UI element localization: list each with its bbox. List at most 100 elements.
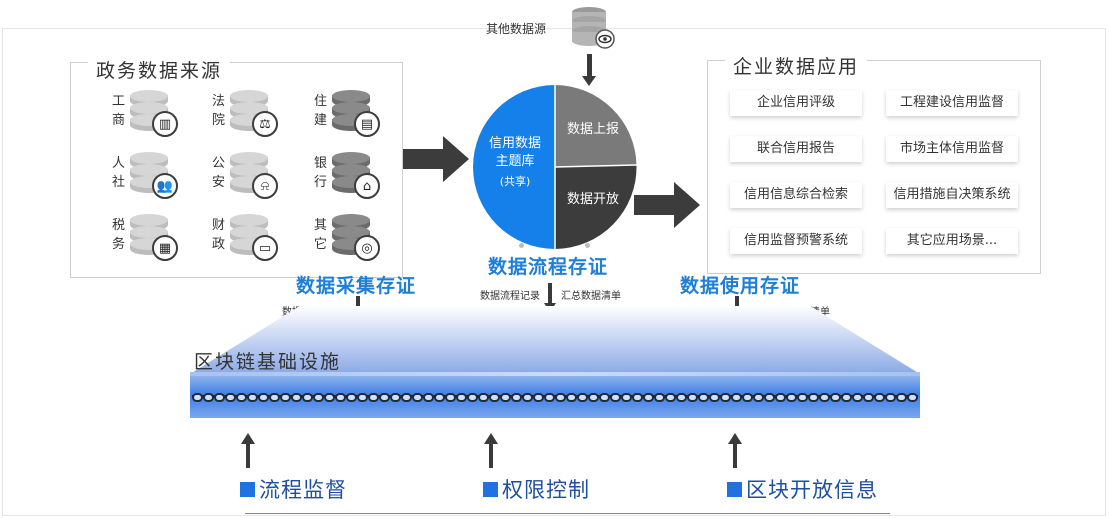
gov-source-label: 法院 [212,94,226,128]
gov-source-item: 财政▭ [212,214,307,274]
gov-source-label: 其它 [314,218,328,252]
chain-link [764,392,775,402]
blockchain-title: 区块链基础设施 [194,351,342,373]
chain-link [841,392,852,402]
bottom-feature-label: 权限控制 [483,474,590,504]
enterprise-app-item: 信用监督预警系统 [730,228,862,254]
square-bullet-icon [727,481,742,497]
chain-link [236,392,247,402]
tower-icon: ▤ [354,111,380,137]
enterprise-app-item: 其它应用场景... [886,228,1018,254]
chain-link [632,392,643,402]
chain-link [874,392,885,402]
bottom-feature-label: 区块开放信息 [727,474,878,504]
chain-link [786,392,797,402]
chain-link [797,392,808,402]
chain-link [225,392,236,402]
chain-link [214,392,225,402]
chain-link [775,392,786,402]
chain-link [588,392,599,402]
gov-source-item: 税务▦ [112,214,207,274]
bottom-feature-text: 区块开放信息 [746,478,878,502]
chain-link [599,392,610,402]
upward-arrow [484,433,498,469]
other-source-label: 其他数据源 [486,22,547,36]
chain-link [577,392,588,402]
chain-link [610,392,621,402]
gov-source-label: 工商 [112,94,126,128]
gov-source-item: 其它◎ [314,214,409,274]
chain-link [489,392,500,402]
chain-link [324,392,335,402]
hub-open-label: 数据开放 [566,192,619,207]
evidence-right-record: 汇总数据清单 [561,291,621,302]
gov-source-label: 财政 [212,218,226,252]
chain-link [335,392,346,402]
chain-link [412,392,423,402]
chain-link [302,392,313,402]
hub-pie [473,85,637,249]
chain-link [522,392,533,402]
chain-link [511,392,522,402]
bottom-feature-text: 权限控制 [502,478,590,502]
chain-link [291,392,302,402]
enterprise-app-item: 联合信用报告 [730,136,862,162]
upward-arrow [728,433,742,469]
hub-dot-right [585,243,590,248]
enterprise-app-item: 企业信用评级 [730,90,862,116]
chain-link [346,392,357,402]
cash-register-icon: ▦ [152,235,178,261]
chain-link [687,392,698,402]
evidence-title: 数据流程存证 [488,256,609,278]
credit-data-hub: 信用数据主题库 (共享) 数据上报 数据开放 [473,85,637,249]
hub-report-label: 数据上报 [566,122,619,137]
chain-link [698,392,709,402]
gov-sources-title: 政务数据来源 [88,56,231,83]
chain-link [533,392,544,402]
chain-link [434,392,445,402]
chain-link [544,392,555,402]
gov-source-item: 公安⍾ [212,152,307,212]
diagram-frame [2,28,1106,516]
people-icon: 👥 [152,173,178,199]
chain-link [368,392,379,402]
gov-source-item: 法院⚖ [212,90,307,150]
enterprise-app-item: 市场主体信用监督 [886,136,1018,162]
blockchain-chain [192,391,918,403]
chain-link [863,392,874,402]
hub-left-text: 信用数据主题库 [488,136,541,169]
chain-link [720,392,731,402]
hub-left-segment [473,85,555,249]
chain-link [709,392,720,402]
evidence-left-record: 数据流程记录 [480,291,540,302]
chain-link [742,392,753,402]
chain-link [731,392,742,402]
chain-link [401,392,412,402]
hub-top-right-segment [555,85,637,167]
bottom-feature-text: 流程监督 [259,478,347,502]
enterprise-app-item: 信用措施自决策系统 [886,182,1018,208]
chain-link [621,392,632,402]
chain-link [478,392,489,402]
upward-arrow [241,433,255,469]
gov-source-item: 住建▤ [314,90,409,150]
chain-link [357,392,368,402]
chain-link [852,392,863,402]
bottom-feature-label: 流程监督 [240,474,347,504]
chain-link [192,392,203,402]
chain-link [247,392,258,402]
chain-link [654,392,665,402]
blockchain-band-top [190,372,920,378]
gov-to-center-arrow [403,136,469,182]
enterprise-app-item: 信用信息综合检索 [730,182,862,208]
evidence-title: 数据使用存证 [680,275,801,297]
hub-dot-left [519,243,524,248]
chain-link [258,392,269,402]
evidence-title: 数据采集存证 [296,275,417,297]
other-source-arrow [582,54,596,88]
chain-link [885,392,896,402]
gov-source-label: 人社 [112,156,126,190]
square-bullet-icon [483,481,498,497]
gov-source-item: 人社 👥 [112,152,207,212]
bottom-divider [245,513,890,514]
